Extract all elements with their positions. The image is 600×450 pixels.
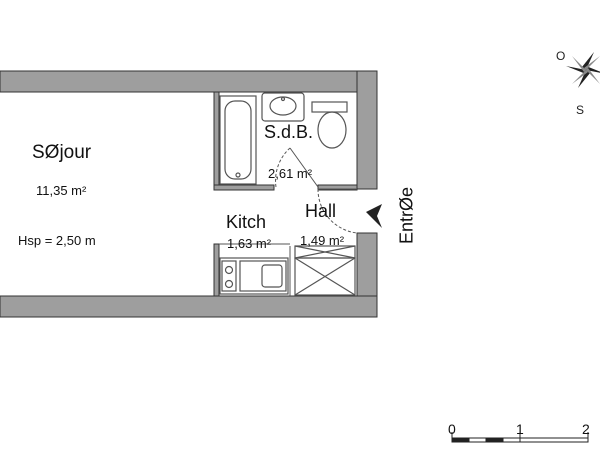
compass-south-label: S [576,103,585,117]
bathtub [219,95,257,185]
hall-area: 1,49 m² [300,233,345,248]
hall-partitions [219,243,291,296]
storage-cabinet [294,245,356,296]
compass-rose-icon [566,52,600,88]
entrance-label: EntrØe [396,186,417,245]
sdb-area: 2,61 m² [268,166,313,181]
wall-bottom [0,295,378,318]
toilet [311,101,348,149]
walls [0,70,378,318]
scale-tick-1: 1 [516,421,524,437]
compass-west-label: O [556,49,566,63]
sdb-name: S.d.B. [264,122,314,142]
wall-kitchen-lower [213,243,220,297]
kitchen-name: Kitch [226,212,267,232]
entrance-arrow-icon [366,204,382,228]
scale-bar [451,432,589,443]
wall-sdb-bottom-left [213,184,275,191]
hall-name: Hall [305,201,337,221]
entrance-door [317,188,358,234]
wall-top [0,70,378,93]
wall-right-upper [356,70,378,190]
kitchen-area: 1,63 m² [227,236,272,251]
scale-tick-2: 2 [582,421,590,437]
sejour-area: 11,35 m² [36,183,87,198]
scale-tick-0: 0 [448,421,456,437]
wall-partition-left [213,91,220,190]
sink [261,92,305,122]
bathroom-door [275,147,319,188]
sejour-height: Hsp = 2,50 m [18,233,96,248]
kitchen-counter [219,257,289,295]
sejour-name: SØjour [32,142,92,163]
wall-sdb-bottom-right [317,184,358,191]
